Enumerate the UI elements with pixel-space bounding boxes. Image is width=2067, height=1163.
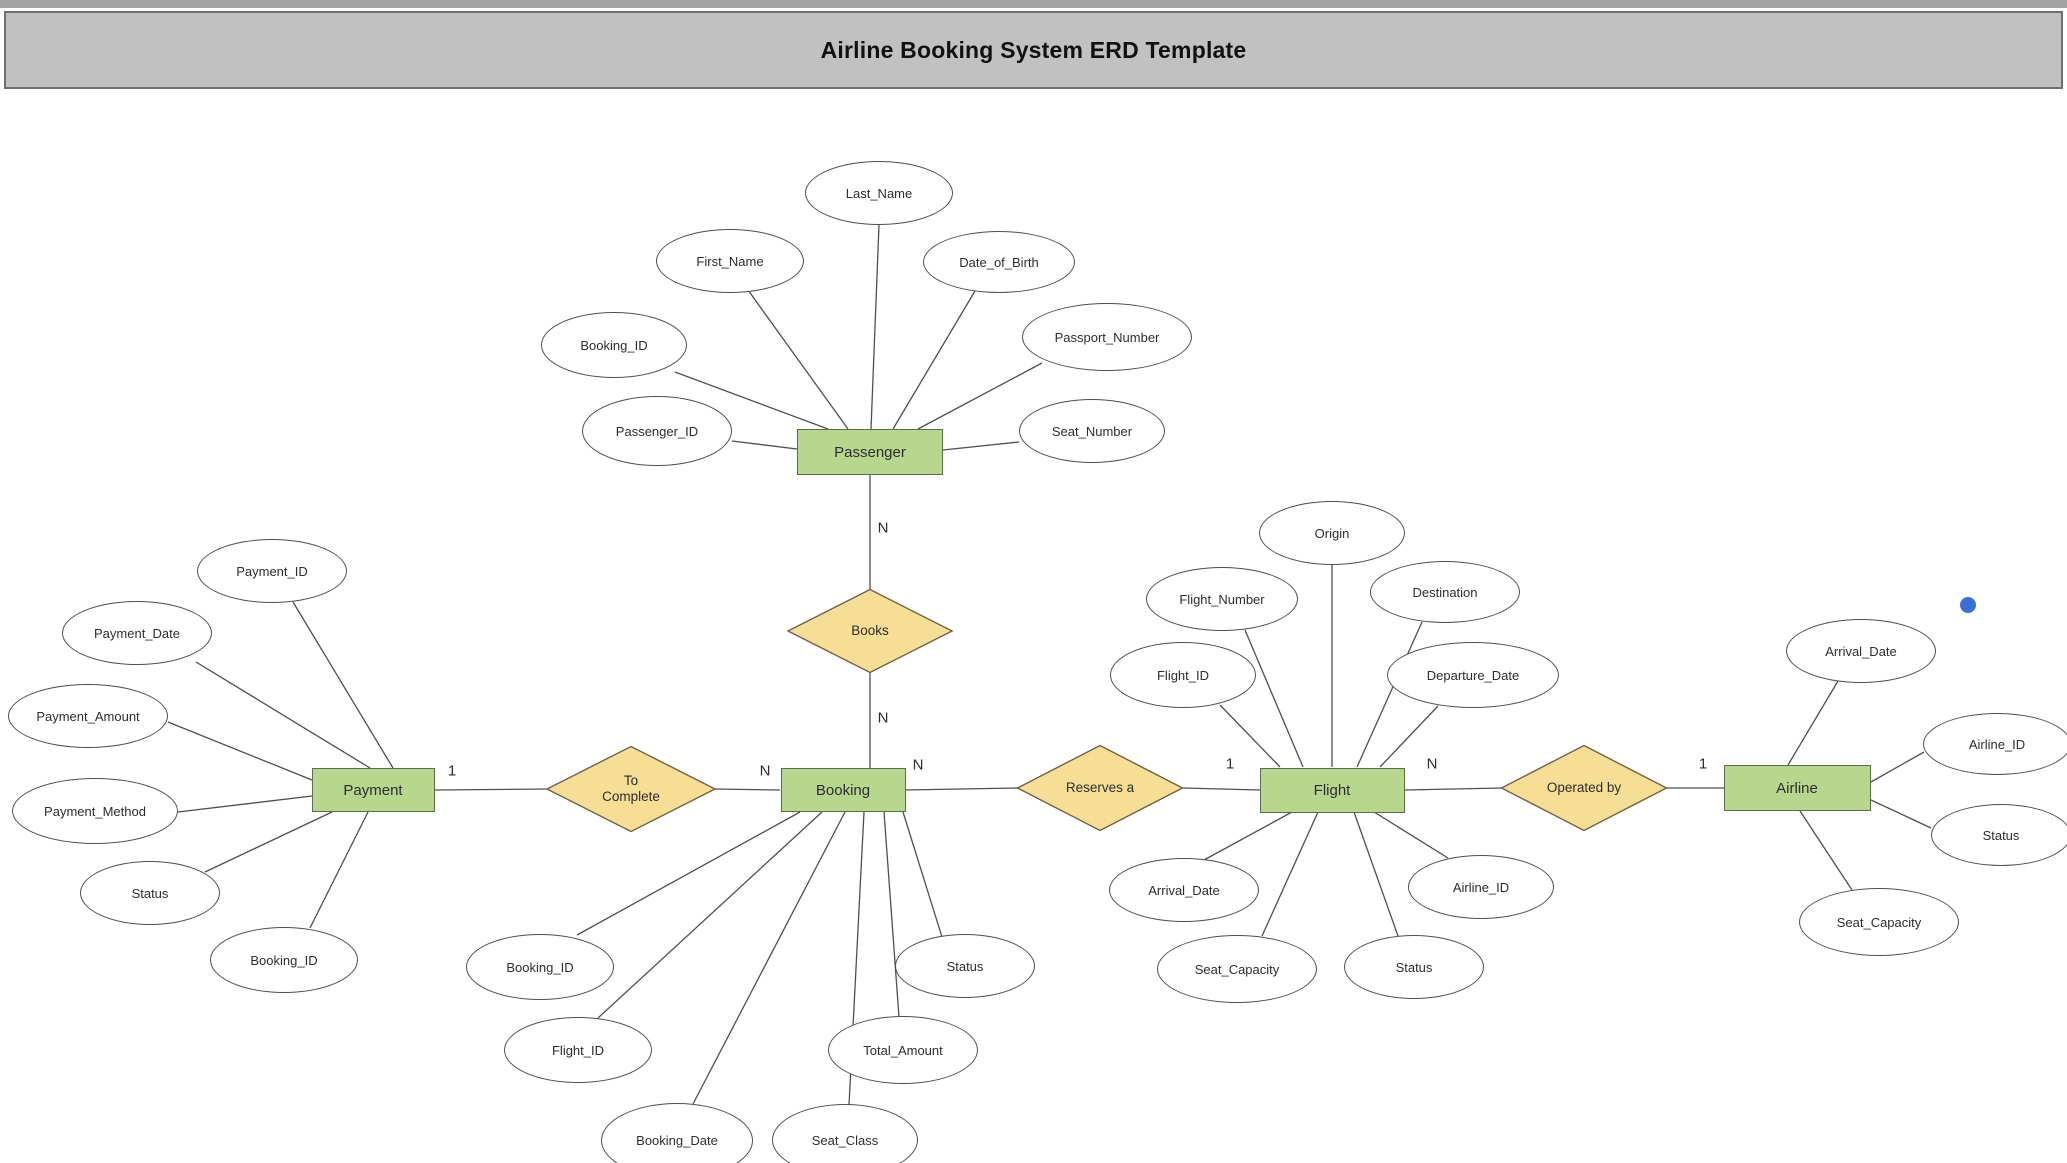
attribute-flight-airline-id[interactable]: Airline_ID [1408, 855, 1554, 919]
connector-line [195, 661, 371, 769]
connector-line [1404, 787, 1503, 791]
connector-line [1182, 787, 1261, 791]
cardinality-label: N [912, 756, 924, 774]
connector-line [1799, 810, 1853, 891]
connector-line [714, 788, 781, 791]
cardinality-label: 1 [1698, 755, 1708, 773]
connector-line [1203, 811, 1293, 861]
connector-line [1379, 705, 1439, 768]
attribute-booking-seat-class[interactable]: Seat_Class [772, 1104, 918, 1163]
entity-passenger[interactable]: Passenger [797, 429, 943, 475]
connector-line [1870, 751, 1925, 783]
attribute-flight-destination[interactable]: Destination [1370, 561, 1520, 623]
attribute-flight-flight-number[interactable]: Flight_Number [1146, 567, 1298, 631]
entity-airline[interactable]: Airline [1723, 765, 1871, 811]
attribute-airline-arrival-date[interactable]: Arrival_Date [1786, 619, 1936, 683]
collaborator-cursor-dot [1960, 597, 1976, 613]
attribute-payment-payment-date[interactable]: Payment_Date [62, 601, 212, 665]
attribute-flight-status[interactable]: Status [1344, 935, 1484, 999]
connector-line [747, 289, 849, 430]
entity-flight[interactable]: Flight [1259, 767, 1405, 813]
attribute-flight-arrival-date[interactable]: Arrival_Date [1109, 858, 1259, 922]
attribute-booking-booking-id[interactable]: Booking_ID [466, 934, 614, 1000]
connector-line [883, 811, 900, 1018]
connector-line [902, 811, 943, 938]
relationship-operated-by[interactable] [1499, 744, 1669, 832]
connector-line [1373, 811, 1449, 859]
attribute-airline-status[interactable]: Status [1931, 804, 2067, 866]
connector-line [1356, 621, 1423, 768]
attribute-payment-payment-method[interactable]: Payment_Method [12, 778, 178, 844]
connector-line [917, 362, 1043, 430]
attribute-passenger-passenger-id[interactable]: Passenger_ID [582, 396, 732, 466]
attribute-passenger-passport-number[interactable]: Passport_Number [1022, 303, 1192, 371]
connector-line [309, 811, 369, 929]
connector-line [731, 440, 798, 450]
cardinality-label: 1 [447, 762, 457, 780]
connector-line [1261, 811, 1319, 937]
connector-line [692, 811, 846, 1105]
attribute-booking-status[interactable]: Status [895, 934, 1035, 998]
attribute-payment-booking-id[interactable]: Booking_ID [210, 927, 358, 993]
connector-line [292, 601, 394, 769]
connector-line [870, 224, 880, 430]
cardinality-label: N [877, 519, 889, 537]
connector-line [904, 787, 1019, 791]
attribute-flight-departure-date[interactable]: Departure_Date [1387, 642, 1559, 708]
connector-line [576, 811, 801, 936]
connector-line [204, 811, 333, 873]
cardinality-label: 1 [1225, 755, 1235, 773]
attribute-booking-flight-id[interactable]: Flight_ID [504, 1017, 652, 1083]
connector-line [167, 721, 313, 781]
connector-line [674, 371, 829, 430]
attribute-passenger-booking-id[interactable]: Booking_ID [541, 312, 687, 378]
page-title: Airline Booking System ERD Template [820, 36, 1247, 63]
attribute-flight-flight-id[interactable]: Flight_ID [1110, 642, 1256, 708]
connector-line [1244, 629, 1304, 768]
cardinality-label: N [759, 762, 771, 780]
attribute-passenger-seat-number[interactable]: Seat_Number [1019, 399, 1165, 463]
cardinality-label: N [1426, 755, 1438, 773]
attribute-flight-origin[interactable]: Origin [1259, 501, 1405, 565]
entity-booking[interactable]: Booking [780, 768, 906, 812]
connector-line [1870, 799, 1932, 829]
attribute-flight-seat-capacity[interactable]: Seat_Capacity [1157, 935, 1317, 1003]
attribute-passenger-first-name[interactable]: First_Name [656, 229, 804, 293]
cardinality-label: N [877, 709, 889, 727]
attribute-payment-payment-amount[interactable]: Payment_Amount [8, 684, 168, 748]
connector-line [597, 811, 823, 1019]
attribute-booking-total-amount[interactable]: Total_Amount [828, 1016, 978, 1084]
connector-line [892, 290, 976, 430]
attribute-airline-airline-id[interactable]: Airline_ID [1923, 713, 2067, 775]
connector-line [1787, 680, 1839, 766]
connector-line [177, 795, 313, 813]
window-top-strip [0, 0, 2067, 8]
connector-line [1219, 704, 1281, 768]
connector-line [1353, 811, 1399, 937]
connector-line [942, 441, 1020, 451]
relationship-books[interactable] [786, 588, 954, 674]
attribute-payment-status[interactable]: Status [80, 861, 220, 925]
entity-payment[interactable]: Payment [311, 768, 435, 812]
relationship-to-complete[interactable] [545, 745, 717, 833]
diagram-title-bar: Airline Booking System ERD Template [4, 11, 2063, 89]
relationship-reserves-a[interactable] [1015, 744, 1185, 832]
attribute-payment-payment-id[interactable]: Payment_ID [197, 539, 347, 603]
attribute-airline-seat-capacity[interactable]: Seat_Capacity [1799, 888, 1959, 956]
attribute-passenger-date-of-birth[interactable]: Date_of_Birth [923, 231, 1075, 293]
connector-line [434, 788, 548, 791]
attribute-booking-booking-date[interactable]: Booking_Date [601, 1102, 753, 1163]
attribute-passenger-last-name[interactable]: Last_Name [805, 161, 953, 225]
